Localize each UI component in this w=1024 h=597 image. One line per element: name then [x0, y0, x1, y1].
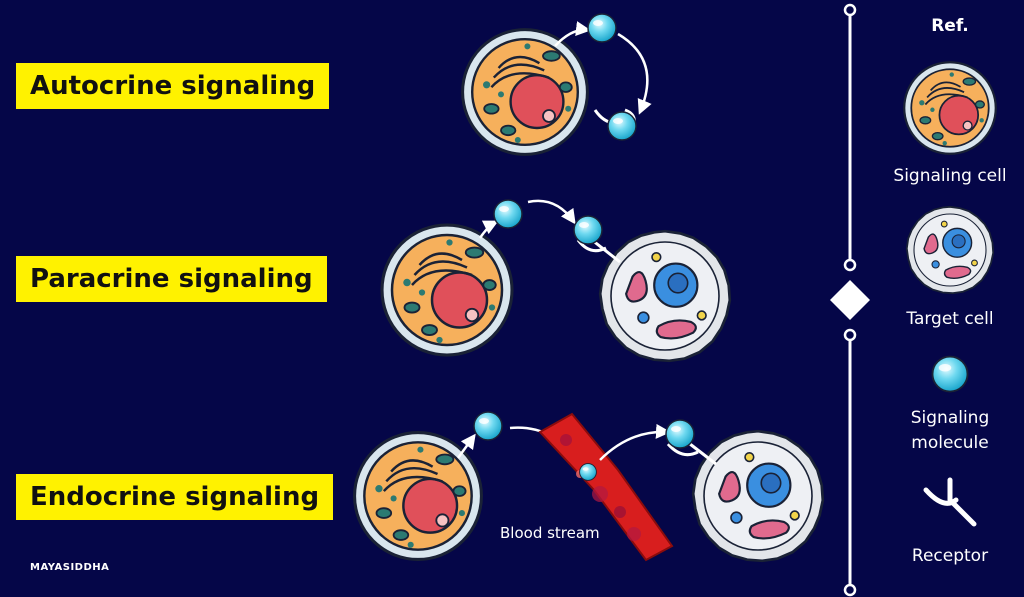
- paracrine-molecule-released: [493, 199, 523, 229]
- endocrine-molecule-in-blood: [579, 463, 597, 481]
- ref-signaling-molecule-label-2: molecule: [911, 433, 989, 453]
- paracrine-target-cell: [598, 229, 732, 363]
- ref-target-cell-label: Target cell: [906, 309, 994, 329]
- ref-target-cell-icon: [905, 205, 995, 295]
- receptor-icon: [923, 477, 977, 527]
- endocrine-target-cell: [691, 429, 825, 563]
- ref-signaling-molecule-icon: [931, 355, 969, 393]
- autocrine-signaling-cell: [461, 28, 589, 156]
- endocrine-illustration: [353, 411, 825, 563]
- paracrine-illustration: [380, 199, 732, 363]
- autocrine-illustration: [461, 13, 652, 156]
- blood-stream-vessel: [538, 412, 674, 562]
- blood-stream-label: Blood stream: [500, 524, 600, 542]
- autocrine-molecule-released: [587, 13, 617, 43]
- divider-timeline: [830, 3, 870, 597]
- autocrine-label: Autocrine signaling: [16, 63, 330, 109]
- ref-receptor-label: Receptor: [911, 546, 989, 566]
- ref-signaling-cell-label: Signaling cell: [893, 166, 1007, 186]
- endocrine-molecule-bound: [665, 419, 695, 449]
- endocrine-molecule-released: [473, 411, 503, 441]
- paracrine-label: Paracrine signaling: [16, 256, 327, 302]
- watermark: MAYASIDDHA: [30, 562, 110, 573]
- paracrine-molecule-bound: [573, 215, 603, 245]
- reference-title: Ref.: [931, 16, 969, 36]
- endocrine-label: Endocrine signaling: [16, 474, 334, 520]
- autocrine-molecule-bound: [607, 111, 637, 141]
- ref-signaling-molecule-label-1: Signaling: [910, 408, 990, 428]
- paracrine-signaling-cell: [380, 223, 514, 357]
- ref-signaling-cell-icon: [903, 61, 997, 155]
